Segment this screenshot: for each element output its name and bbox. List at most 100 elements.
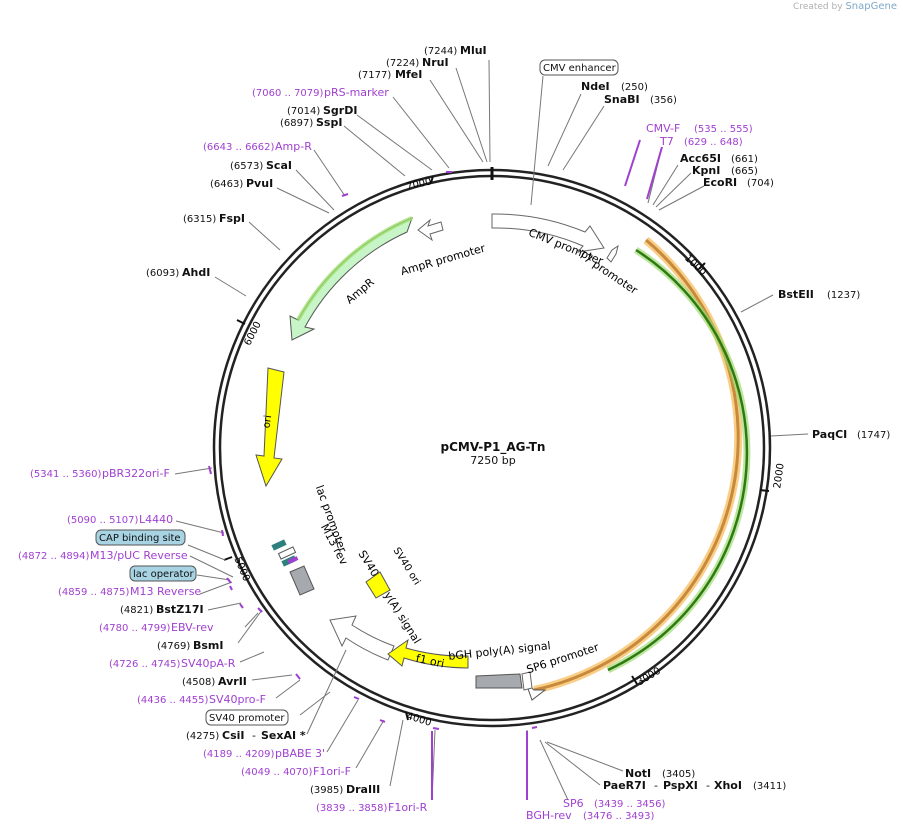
draiii-name: DraIII bbox=[346, 783, 380, 796]
paqci-pos: (1747) bbox=[857, 430, 890, 441]
ahdi-name: AhdI bbox=[182, 266, 210, 279]
cap-binding-site: CAP binding site bbox=[95, 529, 186, 546]
cmv-f-pos: (535 .. 555) bbox=[694, 124, 753, 135]
noti-pos: (3405) bbox=[662, 769, 695, 780]
bsteii-pos: (1237) bbox=[827, 290, 860, 301]
ebv-rev-name: EBV-rev bbox=[171, 621, 214, 634]
tick-label-7000: 7000 bbox=[405, 176, 432, 192]
snapgene-watermark: Created by SnapGene bbox=[793, 1, 897, 12]
m13-puc-reverse-name: M13/pUC Reverse bbox=[90, 549, 188, 562]
mlui-name: MluI bbox=[460, 44, 487, 57]
pvui-pos: (6463) bbox=[210, 179, 243, 190]
m13-puc-reverse-pos: (4872 .. 4894) bbox=[18, 551, 90, 562]
csii-pos: (4275) bbox=[186, 731, 219, 742]
pbabe-3-name: pBABE 3' bbox=[275, 747, 325, 760]
snabi-name: SnaBI bbox=[604, 93, 640, 106]
avrii-name: AvrII bbox=[218, 675, 247, 688]
pvui-name: PvuI bbox=[246, 177, 273, 190]
cmv-enhancer: CMV enhancer bbox=[539, 59, 619, 76]
csii-name: CsiI bbox=[222, 729, 244, 742]
ndei-pos: (250) bbox=[621, 82, 648, 93]
pbabe-3-pos: (4189 .. 4209) bbox=[203, 749, 275, 760]
pbr322ori-f-pos: (5341 .. 5360) bbox=[30, 469, 102, 480]
f1ori-r-pos: (3839 .. 3858) bbox=[316, 803, 388, 814]
snapgene-brand: SnapGene bbox=[845, 1, 897, 12]
sv40-promoter-label: SV40 promoter bbox=[209, 713, 285, 724]
xhoi-pos: (3411) bbox=[753, 781, 786, 792]
m13-reverse-name: M13 Reverse bbox=[130, 585, 201, 598]
t7-promoter: T7 promoter bbox=[575, 244, 640, 297]
backbone bbox=[212, 167, 772, 728]
sv40-promoter-box: SV40 promoter bbox=[205, 709, 289, 726]
xhoi-name: XhoI bbox=[714, 779, 742, 792]
sgrdi-pos: (7014) bbox=[287, 106, 320, 117]
ecori-name: EcoRI bbox=[703, 176, 737, 189]
ampr-promoter: AmpR promoter bbox=[399, 218, 487, 278]
kpni-pos: (665) bbox=[731, 166, 758, 177]
acc65i-name: Acc65I bbox=[680, 152, 721, 165]
sv40pro-f-name: SV40pro-F bbox=[209, 693, 266, 706]
cap-binding-site-label: CAP binding site bbox=[99, 533, 181, 544]
bgh-polya-label: bGH poly(A) signal bbox=[448, 639, 551, 663]
noti-name: NotI bbox=[625, 767, 651, 780]
cmv-f-name: CMV-F bbox=[646, 122, 680, 135]
bsmi-name: BsmI bbox=[193, 639, 224, 652]
ebv-rev-pos: (4780 .. 4799) bbox=[99, 623, 171, 634]
sspi-pos: (6897) bbox=[280, 118, 313, 129]
sv40pa-r-name: SV40pA-R bbox=[181, 657, 236, 670]
amp-r-pos: (6643 .. 6662) bbox=[203, 142, 275, 153]
ampr: AmpR bbox=[289, 216, 413, 341]
t7-name: T7 bbox=[659, 135, 674, 148]
ndei-name: NdeI bbox=[581, 80, 610, 93]
l4440-name: L4440 bbox=[139, 513, 173, 526]
lac-region bbox=[271, 539, 299, 567]
tick-label-5000: 5000 bbox=[231, 555, 251, 583]
lac-operator-label: lac operator bbox=[133, 569, 194, 580]
sexai-name: SexAI * bbox=[261, 729, 306, 742]
ampr-promoter-label: AmpR promoter bbox=[399, 241, 487, 278]
tick-label-2000: 2000 bbox=[772, 463, 786, 490]
plasmid-name: pCMV-P1_AG-Tn bbox=[441, 440, 546, 455]
f1ori-f-name: F1ori-F bbox=[313, 765, 351, 778]
scai-pos: (6573) bbox=[230, 161, 263, 172]
sv40-polya-label: SV40 poly(A) signal bbox=[355, 548, 423, 646]
bgh-rev-name: BGH-rev bbox=[526, 809, 572, 822]
f1ori-r-name: F1ori-R bbox=[388, 801, 428, 814]
sp6-name: SP6 bbox=[563, 797, 584, 810]
bsmi-pos: (4769) bbox=[157, 641, 190, 652]
sv40-ori-label: SV40 ori bbox=[391, 546, 423, 588]
bstz17i-pos: (4821) bbox=[120, 605, 153, 616]
nrui-pos: (7224) bbox=[386, 58, 419, 69]
acc65i-pos: (661) bbox=[731, 154, 758, 165]
t7-promoter-label: T7 promoter bbox=[575, 247, 640, 297]
snabi-pos: (356) bbox=[650, 95, 677, 106]
sv40pa-r-pos: (4726 .. 4745) bbox=[109, 659, 181, 670]
bgh-rev-pos: (3476 .. 3493) bbox=[583, 811, 655, 822]
kpni-name: KpnI bbox=[692, 164, 720, 177]
enzyme-labels: (7244) MluI (7224) NruI (7177) MfeI (701… bbox=[120, 44, 890, 796]
fspi-pos: (6315) bbox=[183, 214, 216, 225]
pbr322ori-f-name: pBR322ori-F bbox=[102, 467, 170, 480]
nrui-name: NruI bbox=[422, 56, 449, 69]
avrii-pos: (4508) bbox=[182, 677, 215, 688]
ampr-label: AmpR bbox=[343, 275, 377, 306]
scai-name: ScaI bbox=[266, 159, 292, 172]
sv40-promoter bbox=[329, 615, 395, 661]
cmv-enhancer-label: CMV enhancer bbox=[543, 63, 617, 74]
orange-cds bbox=[524, 236, 743, 701]
mfei-pos: (7177) bbox=[358, 70, 391, 81]
ecori-pos: (704) bbox=[747, 178, 774, 189]
sp6-pos: (3439 .. 3456) bbox=[594, 799, 666, 810]
draiii-pos: (3985) bbox=[310, 785, 343, 796]
sspi-name: SspI bbox=[316, 116, 342, 129]
paer7i-name: PaeR7I bbox=[603, 779, 646, 792]
ahdi-pos: (6093) bbox=[146, 268, 179, 279]
ori: ori bbox=[255, 367, 285, 488]
ori-label: ori bbox=[261, 415, 274, 429]
bstz17i-name: BstZ17I bbox=[156, 603, 204, 616]
green-cds bbox=[606, 247, 751, 674]
mlui-pos: (7244) bbox=[424, 46, 457, 57]
created-by-text: Created by bbox=[793, 2, 843, 12]
fspi-name: FspI bbox=[219, 212, 245, 225]
